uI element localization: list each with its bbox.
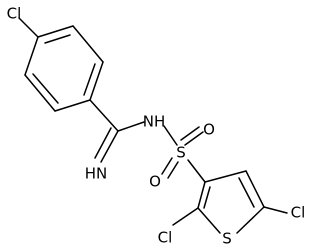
bond-ring-2 xyxy=(72,25,104,63)
bond-thiophene-double-c2-c3 xyxy=(203,186,211,209)
atom-label-thiophene-s: S xyxy=(222,230,232,248)
atom-label-sulfonyl-o-bottom: O xyxy=(149,173,161,191)
atom-label-cl-thiophene-2: Cl xyxy=(158,229,173,247)
molecule-drawing: Cl HN NH S O O S Cl Cl xyxy=(7,5,306,248)
bond-ring-1 xyxy=(37,25,74,38)
bond-ring-inner-2 xyxy=(83,63,96,96)
chlorophenyl-ring xyxy=(18,17,104,112)
bond-thiophene-s-c2 xyxy=(197,207,221,234)
bond-s-o-bottom-1 xyxy=(161,157,173,175)
thiophene-ring xyxy=(172,170,288,234)
bond-thiophene-c5-cl xyxy=(263,206,288,214)
bond-ring-4 xyxy=(54,99,91,112)
atom-label-sulfonyl-o-top: O xyxy=(203,121,215,139)
bond-cl-ring xyxy=(18,17,39,38)
bond-ring-3 xyxy=(89,61,104,101)
bond-s-o-top-2 xyxy=(180,126,200,141)
bond-thiophene-c3-c4 xyxy=(204,170,247,183)
atom-label-sulfonyl-s: S xyxy=(176,144,186,162)
bond-s-o-top-1 xyxy=(184,131,204,146)
sulfonamide-group xyxy=(161,125,206,183)
bond-s-o-bottom-2 xyxy=(167,161,179,179)
bond-amidine-imine-2 xyxy=(94,127,112,159)
bond-thiophene-c5-s xyxy=(236,206,265,234)
bond-ring-amidine-c xyxy=(89,99,119,132)
amidine-group xyxy=(89,99,145,163)
bond-s-thiophene xyxy=(187,159,206,183)
bond-thiophene-c4-c5 xyxy=(245,170,265,208)
bond-nh-s xyxy=(163,125,178,146)
atom-label-imine-nh: HN xyxy=(85,165,108,183)
atom-label-amide-nh: NH xyxy=(143,113,166,131)
bond-ring-inner-1 xyxy=(44,34,71,44)
bond-amidine-imine-1 xyxy=(100,130,119,163)
bond-ring-inner-3 xyxy=(32,73,59,104)
bond-ring-5 xyxy=(24,74,56,112)
bond-thiophene-c2-c3 xyxy=(197,181,206,209)
atom-label-cl-thiophene-5: Cl xyxy=(291,204,306,222)
bond-thiophene-double-c4-c5 xyxy=(238,177,255,208)
bond-amidine-nh xyxy=(117,121,145,132)
bond-ring-6 xyxy=(24,36,39,76)
atom-label-cl-para: Cl xyxy=(7,5,22,23)
bond-thiophene-c2-cl xyxy=(172,207,199,226)
chemical-structure-diagram: Cl HN NH S O O S Cl Cl xyxy=(6,4,306,248)
